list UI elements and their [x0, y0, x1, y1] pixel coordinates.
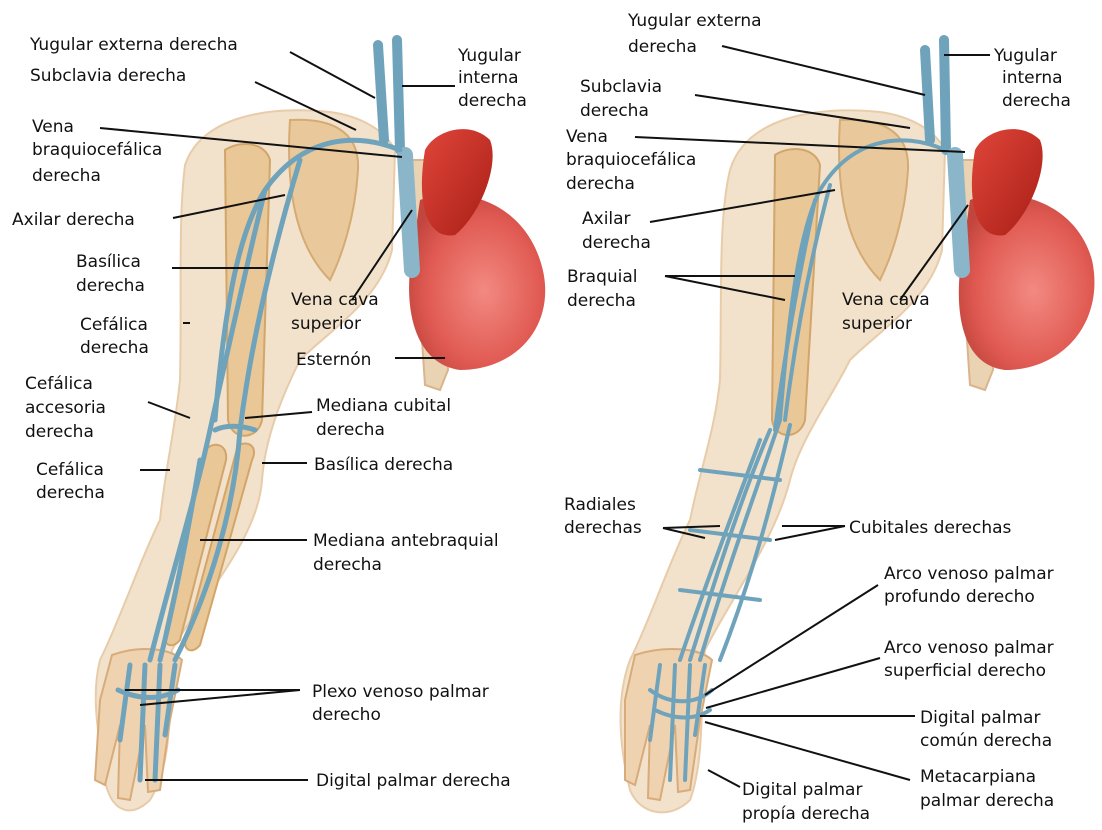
- label-mediana-cubital-left: Mediana cubital derecha: [316, 396, 457, 440]
- label-cubitales-right: Cubitales derechas: [849, 518, 1012, 538]
- label-axilar-right: Axilar derecha: [582, 209, 651, 253]
- label-basilica-upper-left: Basílica derecha: [76, 252, 146, 296]
- label-yugular-interna-left: Yugular interna derecha: [457, 46, 527, 111]
- label-esternon-left: Esternón: [296, 350, 371, 370]
- label-plexo-venoso-left: Plexo venoso palmar derecho: [312, 682, 494, 725]
- label-cefalica-lower-left: Cefálica derecha: [36, 460, 109, 503]
- label-digital-propia-right: Digital palmar propía derecha: [742, 780, 870, 824]
- label-basilica-lower-left: Basílica derecha: [314, 455, 453, 475]
- left-jugular-veins: [378, 40, 400, 150]
- label-braquiocefalica-right: Vena braquiocefálica derecha: [566, 127, 702, 194]
- right-vena-cava: [955, 155, 962, 270]
- label-digital-comun-right: Digital palmar común derecha: [920, 708, 1052, 751]
- label-axilar-left: Axilar derecha: [12, 210, 135, 230]
- label-mediana-antebraquial-left: Mediana antebraquial derecha: [313, 531, 504, 575]
- label-metacarpiana-right: Metacarpiana palmar derecha: [920, 767, 1054, 811]
- label-yugular-externa-left: Yugular externa derecha: [29, 35, 238, 55]
- label-cefalica-accesoria-left: Cefálica accesoria derecha: [25, 374, 111, 442]
- label-arco-profundo-right: Arco venoso palmar profundo derecho: [884, 564, 1059, 607]
- label-cefalica-upper-left: Cefálica derecha: [80, 315, 153, 358]
- label-braquial-right: Braquial derecha: [567, 267, 643, 311]
- label-subclavia-right: Subclavia derecha: [580, 77, 667, 121]
- label-radiales-right: Radiales derechas: [564, 495, 642, 538]
- label-arco-superficial-right: Arco venoso palmar superficial derecho: [884, 638, 1059, 681]
- label-yugular-externa-right: Yugular externa derecha: [627, 11, 767, 57]
- label-digital-palmar-left: Digital palmar derecha: [316, 771, 511, 791]
- label-yugular-interna-right: Yugular interna derecha: [993, 46, 1071, 111]
- label-subclavia-left: Subclavia derecha: [30, 66, 186, 86]
- label-braquiocefalica-left: Vena braquiocefálica derecha: [32, 117, 168, 186]
- right-jugular-veins: [925, 40, 946, 150]
